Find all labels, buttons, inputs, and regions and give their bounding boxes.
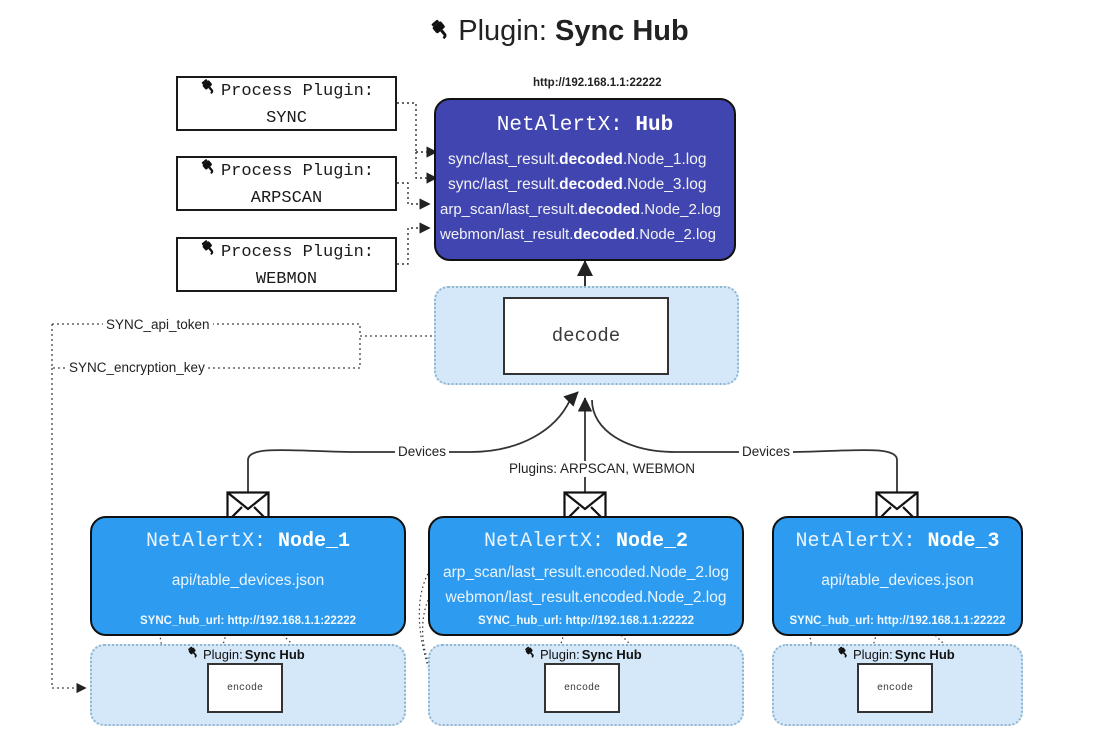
hub-log-row: sync/last_result.decoded.Node_1.log (448, 151, 707, 168)
node-box-node-3[interactable]: NetAlertX: Node_3 api/table_devices.json… (772, 516, 1023, 636)
node-title: NetAlertX: Node_1 (92, 530, 404, 554)
encode-plugin-name: Sync Hub (894, 646, 955, 662)
node-title: NetAlertX: Node_3 (774, 530, 1021, 554)
node-line: api/table_devices.json (171, 572, 325, 589)
hub-url-label: http://192.168.1.1:22222 (533, 77, 662, 89)
encode-label: encode (226, 682, 263, 694)
plug-icon (199, 77, 219, 106)
plug-icon (428, 17, 454, 51)
node-prefix: NetAlertX: (483, 530, 604, 553)
hub-name: Hub (635, 114, 674, 137)
encode-box-node-1[interactable]: encode (207, 663, 283, 713)
encode-plugin-prefix: Plugin: (540, 646, 580, 662)
hub-node[interactable]: NetAlertX: Hub sync/last_result.decoded.… (434, 98, 736, 261)
hub-log-list: sync/last_result.decoded.Node_1.log sync… (436, 147, 734, 247)
hub-log-row: sync/last_result.decoded.Node_3.log (448, 176, 707, 193)
node-hub-url: SYNC_hub_url: http://192.168.1.1:22222 (789, 615, 1006, 627)
plug-icon (523, 645, 538, 663)
node-line: arp_scan/last_result.encoded.Node_2.log (442, 564, 730, 581)
sync-encryption-key-label: SYNC_encryption_key (66, 360, 208, 376)
encode-plugin-label-node-3: Plugin: Sync Hub (836, 645, 955, 663)
node-title: NetAlertX: Node_2 (430, 530, 742, 554)
node-line-list: api/table_devices.json (774, 568, 1021, 593)
devices-left-label: Devices (395, 444, 450, 460)
encode-box-node-2[interactable]: encode (544, 663, 620, 713)
page-title: Plugin: Sync Hub (0, 14, 1117, 51)
plugins-center-label: Plugins: ARPSCAN, WEBMON (506, 461, 699, 477)
node-prefix: NetAlertX: (795, 530, 916, 553)
devices-right-label: Devices (739, 444, 794, 460)
plug-icon (199, 238, 219, 267)
node-prefix: NetAlertX: (145, 530, 266, 553)
process-plugin-arpscan[interactable]: Process Plugin: ARPSCAN (176, 156, 397, 211)
node-box-node-2[interactable]: NetAlertX: Node_2 arp_scan/last_result.e… (428, 516, 744, 636)
decode-label: decode (551, 325, 621, 347)
node-name: Node_1 (278, 530, 351, 553)
node-line: api/table_devices.json (821, 572, 974, 589)
hub-log-row: arp_scan/last_result.decoded.Node_2.log (440, 201, 721, 218)
encode-box-node-3[interactable]: encode (857, 663, 933, 713)
node-hub-url: SYNC_hub_url: http://192.168.1.1:22222 (477, 615, 695, 627)
encode-plugin-prefix: Plugin: (853, 646, 893, 662)
encode-plugin-name: Sync Hub (244, 646, 305, 662)
node-line-list: api/table_devices.json (92, 568, 404, 593)
plug-icon (836, 645, 851, 663)
plug-icon (199, 157, 219, 186)
node-hub-url: SYNC_hub_url: http://192.168.1.1:22222 (139, 615, 357, 627)
hub-prefix: NetAlertX: (496, 114, 623, 137)
node-line-list: arp_scan/last_result.encoded.Node_2.log … (430, 560, 742, 610)
sync-api-token-label: SYNC_api_token (103, 317, 213, 333)
process-plugin-label: Process Plugin: (220, 81, 375, 101)
process-plugin-sync[interactable]: Process Plugin: SYNC (176, 76, 397, 131)
process-plugin-label: Process Plugin: (220, 242, 375, 262)
hub-title: NetAlertX: Hub (436, 113, 734, 139)
encode-plugin-prefix: Plugin: (203, 646, 243, 662)
node-line: webmon/last_result.encoded.Node_2.log (445, 589, 727, 606)
page-title-name: Sync Hub (554, 15, 689, 47)
hub-log-row: webmon/last_result.decoded.Node_2.log (440, 226, 716, 243)
process-plugin-webmon[interactable]: Process Plugin: WEBMON (176, 237, 397, 292)
node-name: Node_3 (927, 530, 1000, 553)
encode-plugin-label-node-2: Plugin: Sync Hub (523, 645, 642, 663)
process-plugin-name: WEBMON (255, 269, 318, 289)
decode-box[interactable]: decode (503, 297, 669, 375)
node-name: Node_2 (616, 530, 689, 553)
encode-plugin-name: Sync Hub (581, 646, 642, 662)
plug-icon (186, 645, 201, 663)
page-title-prefix: Plugin: (458, 15, 547, 47)
process-plugin-name: ARPSCAN (250, 188, 323, 208)
node-box-node-1[interactable]: NetAlertX: Node_1 api/table_devices.json… (90, 516, 406, 636)
encode-label: encode (563, 682, 600, 694)
process-plugin-label: Process Plugin: (220, 161, 375, 181)
process-plugin-name: SYNC (266, 108, 307, 128)
encode-label: encode (876, 682, 913, 694)
encode-plugin-label-node-1: Plugin: Sync Hub (186, 645, 305, 663)
